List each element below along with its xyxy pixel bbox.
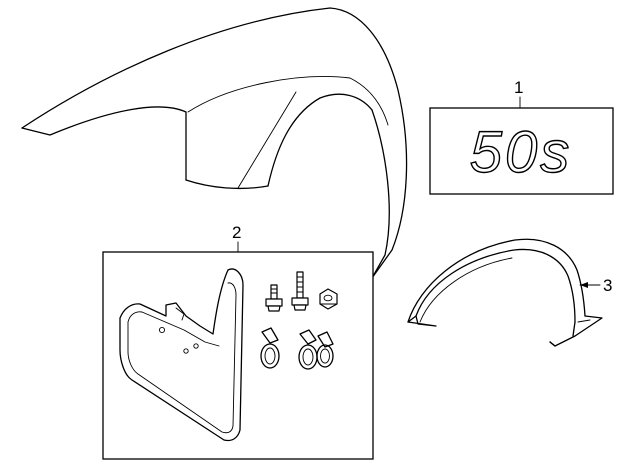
bolt [291,271,309,311]
fender-panel [21,7,408,279]
emblem-text: 50s [470,120,573,185]
clip [316,331,334,368]
emblem-box [429,107,614,195]
mud-flap-kit [102,251,374,460]
leader-arrow-3 [580,282,588,288]
mud-flap [119,268,244,442]
callout-number-2: 2 [232,223,241,242]
bolt [265,284,283,312]
emblem-part: 50s [429,107,614,195]
callout-3: 3 [579,276,612,295]
nut [319,288,338,310]
callout-1: 1 [514,78,523,109]
mounting-hole [183,348,189,354]
callout-number-1: 1 [514,78,523,97]
wheel-arch-molding [407,238,603,347]
clip [260,327,280,369]
callout-number-3: 3 [603,276,612,295]
callout-2: 2 [232,223,241,253]
mounting-hole [158,326,166,334]
mud-flap-kit-box [102,251,374,460]
mounting-hole [193,343,199,349]
